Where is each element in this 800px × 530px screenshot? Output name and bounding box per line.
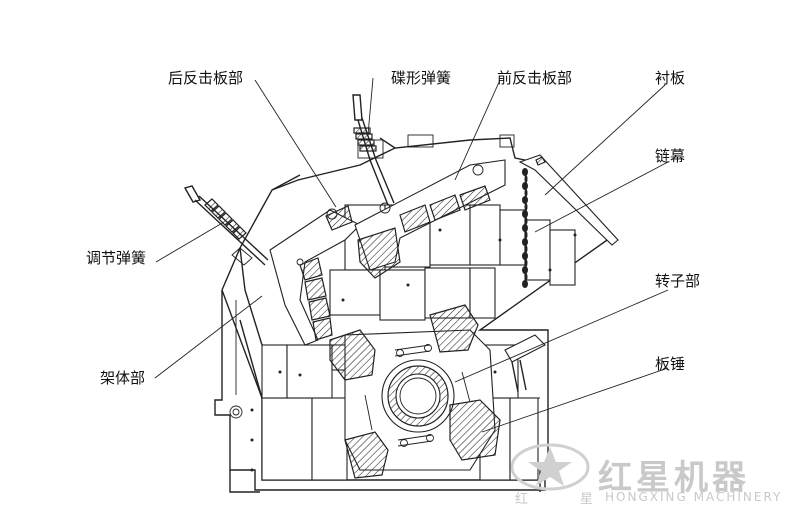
chain-link — [524, 189, 528, 197]
chain-link — [522, 252, 528, 260]
chain-link — [524, 175, 528, 183]
label-rotor: 转子部 — [655, 272, 701, 290]
chain-link — [522, 196, 528, 204]
chain-link — [522, 238, 528, 246]
rotor-assembly — [329, 304, 501, 479]
label-rear-impact-plate: 后反击板部 — [168, 69, 244, 87]
label-liner: 衬板 — [655, 69, 686, 87]
label-chain-curtain: 链幕 — [655, 147, 686, 165]
watermark-logo — [510, 443, 590, 491]
chain-link — [524, 217, 528, 225]
liner-plate — [518, 154, 619, 246]
disc-spring-assembly — [352, 94, 395, 206]
watermark-brand-cn: 红星机器 — [598, 458, 750, 498]
upper-housing — [221, 134, 612, 346]
label-adjusting-spring: 调节弹簧 — [86, 249, 147, 267]
chain-link — [524, 231, 528, 239]
chain-link — [524, 273, 528, 281]
chain-link — [522, 210, 528, 218]
chain-link — [522, 168, 528, 176]
chain-link — [522, 280, 528, 288]
label-front-impact-plate: 前反击板部 — [497, 69, 573, 87]
label-blow-bar: 板锤 — [655, 355, 686, 373]
chain-curtain — [522, 168, 528, 288]
watermark-side-char-2: 星 — [580, 492, 594, 507]
watermark-side-char-1: 红 — [515, 492, 529, 507]
label-disc-spring: 碟形弹簧 — [391, 69, 452, 87]
adjusting-spring-assembly — [183, 185, 269, 266]
chain-link — [522, 266, 528, 274]
chain-link — [524, 259, 528, 267]
chain-link — [524, 245, 528, 253]
label-frame: 架体部 — [100, 369, 146, 387]
rear-impact-plate — [269, 205, 361, 346]
chain-link — [522, 224, 528, 232]
chain-link — [524, 203, 528, 211]
chain-link — [522, 182, 528, 190]
front-impact-plate — [354, 159, 506, 279]
leader-lines — [154, 77, 669, 433]
watermark-brand-en: HONGXING MACHINERY — [605, 490, 783, 504]
